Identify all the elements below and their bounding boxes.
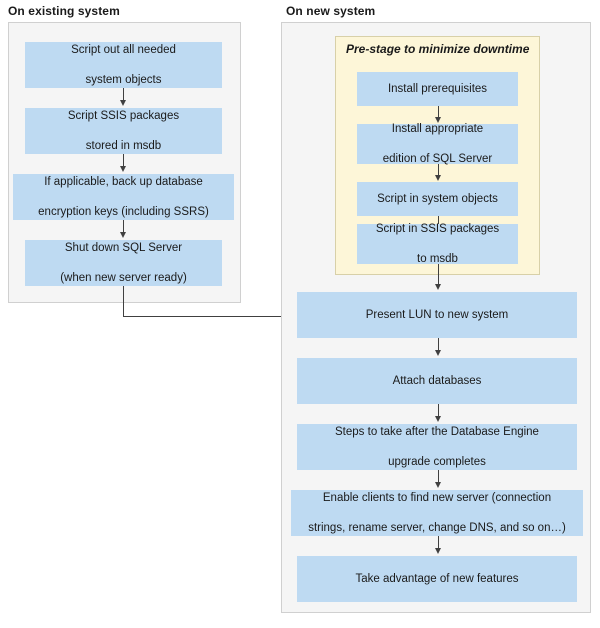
connector-nw3-nw4-line bbox=[438, 470, 439, 484]
node-line-2: (when new server ready) bbox=[60, 271, 187, 284]
node-line-1: Shut down SQL Server bbox=[64, 241, 183, 254]
node-line-1: Script in system objects bbox=[377, 192, 498, 205]
connector-ps1-ps2-line bbox=[438, 106, 439, 119]
node-script-in-system-objects: Script in system objects bbox=[357, 182, 518, 216]
connector-ps2-ps3-line bbox=[438, 164, 439, 177]
node-line-2: to msdb bbox=[417, 252, 458, 265]
group-title-existing-system: On existing system bbox=[8, 4, 120, 18]
node-line-1: Script in SSIS packages bbox=[375, 222, 500, 235]
node-line-1: Script SSIS packages bbox=[67, 109, 180, 122]
connector-ex3-ex4-arrowhead-icon bbox=[120, 232, 126, 238]
node-line-2: strings, rename server, change DNS, and … bbox=[308, 521, 566, 534]
node-line-2: upgrade completes bbox=[388, 455, 486, 468]
connector-ps4-nw1-line bbox=[438, 264, 439, 285]
connector-ex1-ex2-arrowhead-icon bbox=[120, 100, 126, 106]
node-line-2: encryption keys (including SSRS) bbox=[38, 205, 209, 218]
connector-ex2-ex3-arrowhead-icon bbox=[120, 166, 126, 172]
node-enable-clients-find-server: Enable clients to find new server (conne… bbox=[291, 490, 583, 536]
node-line-2: system objects bbox=[85, 73, 162, 86]
connector-ex3-ex4-line bbox=[123, 220, 124, 234]
node-present-lun: Present LUN to new system bbox=[297, 292, 577, 338]
node-shut-down-sql-server: Shut down SQL Server (when new server rea… bbox=[25, 240, 222, 286]
connector-nw4-nw5-line bbox=[438, 536, 439, 550]
node-attach-databases: Attach databases bbox=[297, 358, 577, 404]
node-line-1: Script out all needed bbox=[71, 43, 176, 56]
node-install-prerequisites: Install prerequisites bbox=[357, 72, 518, 106]
node-line-1: Install prerequisites bbox=[387, 82, 488, 95]
node-script-in-ssis-packages: Script in SSIS packages to msdb bbox=[357, 222, 518, 265]
node-install-sql-server-edition: Install appropriate edition of SQL Server bbox=[357, 122, 518, 165]
connector-ps4-nw1-arrowhead-icon bbox=[435, 284, 441, 290]
node-line-1: Install appropriate bbox=[391, 122, 484, 135]
node-line-1: Attach databases bbox=[392, 374, 482, 387]
node-post-upgrade-steps: Steps to take after the Database Engine u… bbox=[297, 424, 577, 470]
connector-ex2-ex3-line bbox=[123, 154, 124, 168]
connector-ps1-ps2-arrowhead-icon bbox=[435, 117, 441, 123]
connector-ps2-ps3-arrowhead-icon bbox=[435, 175, 441, 181]
node-line-1: Enable clients to find new server (conne… bbox=[322, 491, 552, 504]
connector-ex1-ex2-line bbox=[123, 88, 124, 102]
connector-ps3-ps4-line bbox=[438, 216, 439, 229]
node-line-1: Present LUN to new system bbox=[365, 308, 509, 321]
node-line-1: Take advantage of new features bbox=[355, 572, 519, 585]
connector-nw3-nw4-arrowhead-icon bbox=[435, 482, 441, 488]
connector-ex4-nw1-horizontal bbox=[123, 316, 288, 317]
node-take-advantage-new-features: Take advantage of new features bbox=[297, 556, 577, 602]
group-title-new-system: On new system bbox=[286, 4, 376, 18]
connector-nw1-nw2-arrowhead-icon bbox=[435, 350, 441, 356]
node-line-2: stored in msdb bbox=[85, 139, 162, 152]
node-script-ssis-packages: Script SSIS packages stored in msdb bbox=[25, 108, 222, 154]
node-script-out-system-objects: Script out all needed system objects bbox=[25, 42, 222, 88]
node-backup-encryption-keys: If applicable, back up database encryptio… bbox=[13, 174, 234, 220]
node-line-1: If applicable, back up database bbox=[44, 175, 203, 188]
connector-nw4-nw5-arrowhead-icon bbox=[435, 548, 441, 554]
node-line-2: edition of SQL Server bbox=[382, 152, 493, 165]
connector-nw2-nw3-arrowhead-icon bbox=[435, 416, 441, 422]
subpanel-title-pre-stage: Pre-stage to minimize downtime bbox=[346, 42, 530, 56]
connector-nw1-nw2-line bbox=[438, 338, 439, 352]
node-line-1: Steps to take after the Database Engine bbox=[335, 425, 539, 438]
connector-nw2-nw3-line bbox=[438, 404, 439, 418]
connector-ex4-nw1-vertical bbox=[123, 286, 124, 317]
